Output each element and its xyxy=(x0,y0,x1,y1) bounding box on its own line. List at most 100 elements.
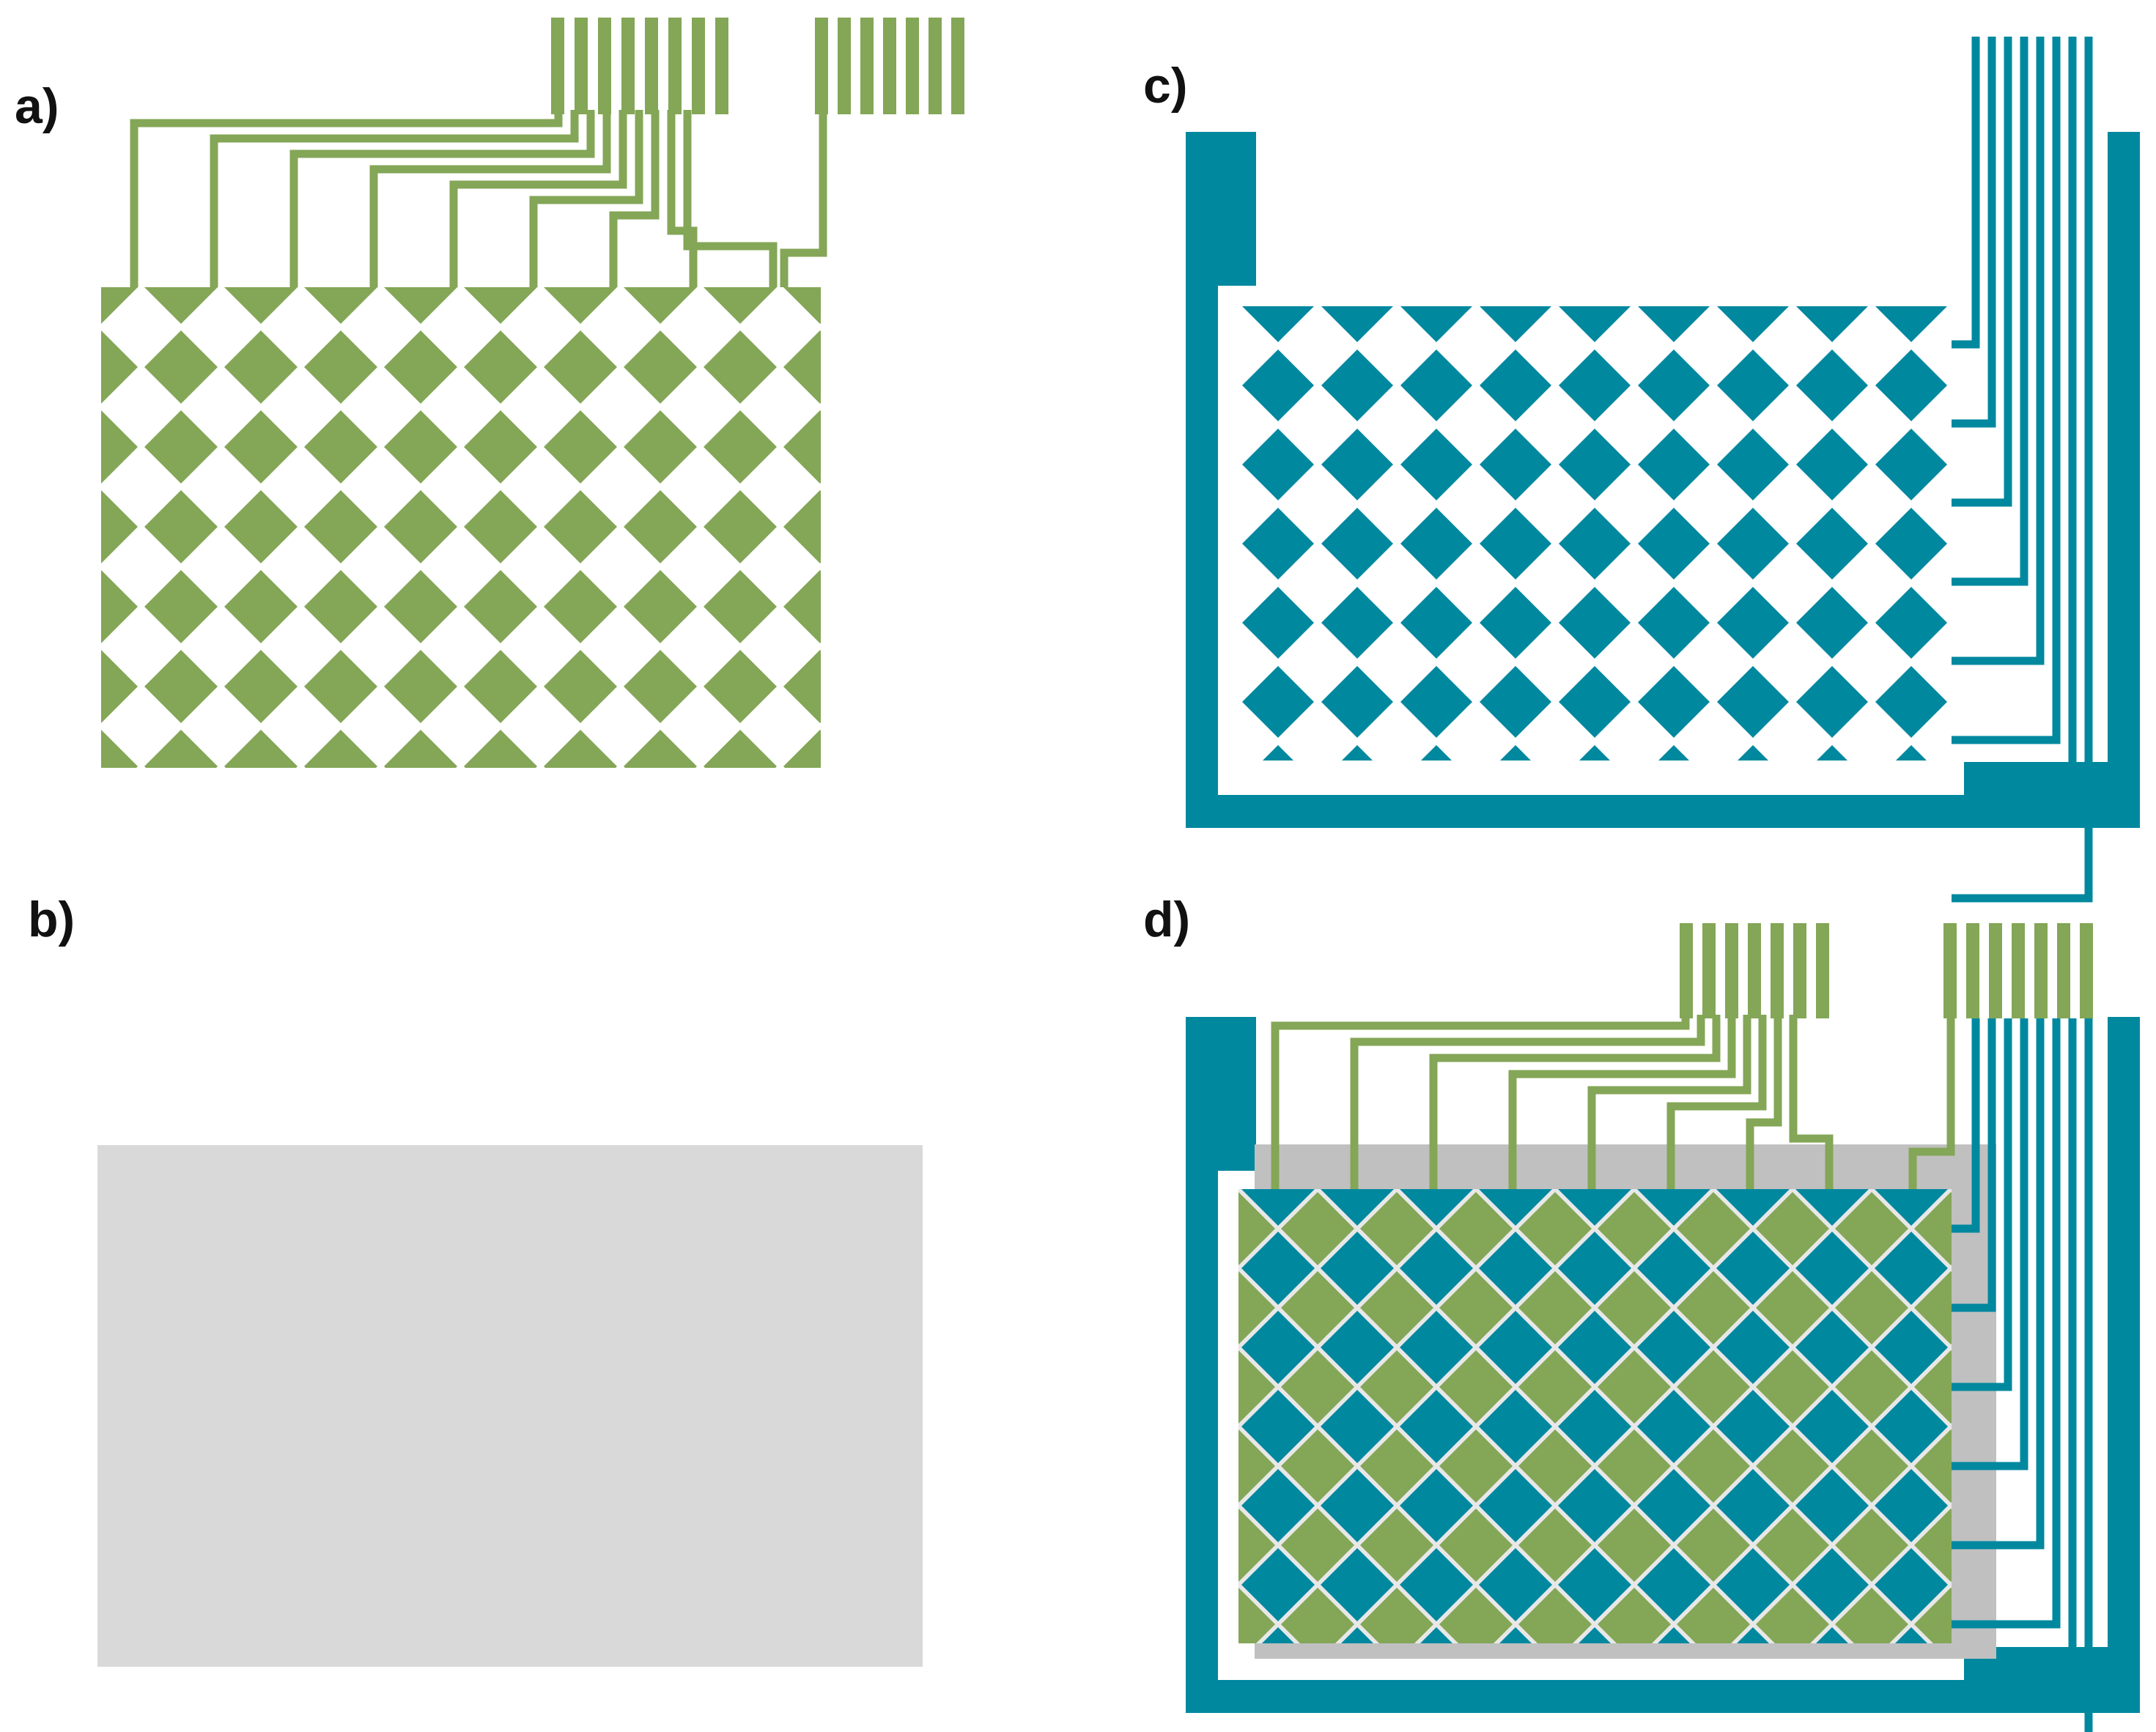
green-trace xyxy=(1429,1015,1721,1189)
blue-diamond-pad xyxy=(1421,745,1452,760)
green-diamond-pad xyxy=(224,490,298,563)
blue-diamond-pad xyxy=(1716,1390,1790,1463)
green-diamond-pad xyxy=(544,570,617,643)
green-diamond-pad xyxy=(144,650,218,723)
green-diamond-pad xyxy=(1835,1350,1908,1424)
blue-diamond-pad xyxy=(1241,1232,1315,1305)
blue-diamond-pad xyxy=(1638,429,1710,500)
green-routing-traces xyxy=(130,110,827,287)
stacked-blue-traces xyxy=(1952,1018,2093,1732)
blue-diamond-pad xyxy=(1896,745,1927,760)
blue-diamond-pad xyxy=(1321,666,1393,738)
green-diamond-pad xyxy=(1756,1192,1829,1265)
green-diamond-pad xyxy=(144,570,218,643)
green-diamond-pad xyxy=(704,287,777,324)
connector-pin xyxy=(883,18,896,114)
green-diamond-pad xyxy=(544,410,617,484)
blue-diamond-pad xyxy=(1954,587,2026,659)
green-diamond-pad xyxy=(464,490,537,563)
green-diamond-pad xyxy=(464,330,537,404)
panel-label-a: a) xyxy=(15,78,59,134)
blue-trace xyxy=(1952,37,2093,903)
connector-pin xyxy=(692,18,705,114)
blue-diamond-grid xyxy=(1242,306,2026,760)
connector-pin xyxy=(838,18,851,114)
blue-diamond-pad xyxy=(1796,306,1868,342)
blue-diamond-pad xyxy=(1796,349,1868,421)
connector-pin xyxy=(575,18,588,114)
green-diamond-pad xyxy=(704,410,777,484)
panel-label-b: b) xyxy=(28,892,75,947)
blue-diamond-pad xyxy=(1638,666,1710,738)
connector-pin xyxy=(668,18,682,114)
connector-pin xyxy=(551,18,564,114)
blue-diamond-pad xyxy=(1875,429,1947,500)
blue-diamond-pad xyxy=(1242,508,1314,580)
blue-diamond-pad xyxy=(1875,1469,1948,1542)
green-diamond-pad xyxy=(1281,1192,1354,1265)
green-diamond-pad xyxy=(1598,1192,1671,1265)
blue-diamond-pad xyxy=(1558,1469,1631,1542)
green-diamond-pad xyxy=(304,730,377,768)
panel-b-dielectric-layer xyxy=(97,1145,923,1667)
blue-diamond-pad xyxy=(1875,666,1947,738)
blue-diamond-pad xyxy=(1559,306,1631,342)
blue-diamond-pad xyxy=(1559,666,1631,738)
blue-diamond-pad xyxy=(1480,429,1551,500)
blue-diamond-pad xyxy=(1795,1311,1869,1384)
green-diamond-pad xyxy=(1360,1588,1433,1643)
blue-diamond-pad xyxy=(1479,1469,1552,1542)
blue-diamond-pad xyxy=(1717,306,1789,342)
blue-diamond-pad xyxy=(1737,1627,1769,1643)
blue-diamond-pad xyxy=(1558,1548,1631,1621)
green-diamond-pad xyxy=(384,490,457,563)
blue-diamond-pad xyxy=(1321,1189,1394,1226)
green-diamond-pad xyxy=(1598,1350,1671,1424)
green-diamond-pad xyxy=(1360,1350,1433,1424)
blue-diamond-pad xyxy=(1321,1311,1394,1384)
green-diamond-pad xyxy=(544,650,617,723)
connector-pin xyxy=(2057,923,2070,1018)
blue-diamond-pad xyxy=(1816,1627,1848,1643)
green-diamond-pad xyxy=(1835,1588,1908,1643)
blue-diamond-pad xyxy=(1717,508,1789,580)
green-diamond-pad xyxy=(101,650,138,723)
blue-diamond-pad xyxy=(1480,306,1551,342)
green-trace xyxy=(1789,1015,1834,1189)
blue-trace xyxy=(1952,1018,2045,1550)
blue-diamond-pad xyxy=(1341,1627,1373,1643)
connector-pin xyxy=(598,18,611,114)
connector-pin xyxy=(860,18,874,114)
blue-diamond-pad xyxy=(1400,1469,1473,1542)
blue-diamond-pad xyxy=(1716,1189,1790,1226)
connector-pin xyxy=(1793,923,1806,1018)
blue-diamond-pad xyxy=(1875,349,1947,421)
green-diamond-pad xyxy=(1835,1429,1908,1503)
blue-diamond-pad xyxy=(1875,1548,1948,1621)
blue-diamond-pad xyxy=(1558,1232,1631,1305)
blue-diamond-pad xyxy=(1795,1390,1869,1463)
green-trace xyxy=(130,110,563,287)
green-diamond-pad xyxy=(224,650,298,723)
green-diamond-pad xyxy=(144,330,218,404)
green-diamond-pad xyxy=(1598,1509,1671,1582)
blue-diamond-pad xyxy=(1638,508,1710,580)
green-diamond-pad xyxy=(144,410,218,484)
green-diamond-pad xyxy=(1281,1509,1354,1582)
green-connector-pins xyxy=(551,18,964,114)
blue-diamond-pad xyxy=(1637,1548,1710,1621)
green-diamond-pad xyxy=(1518,1509,1592,1582)
blue-diamond-pad xyxy=(1579,745,1610,760)
blue-diamond-pad xyxy=(1241,1548,1315,1621)
blue-diamond-pad xyxy=(1954,508,2026,580)
green-diamond-pad xyxy=(1677,1588,1750,1643)
green-trace xyxy=(683,110,778,287)
green-diamond-pad xyxy=(464,730,537,768)
green-diamond-pad xyxy=(1518,1271,1592,1344)
blue-diamond-pad xyxy=(1738,745,1768,760)
blue-diamond-pad xyxy=(1796,587,1868,659)
connector-pin xyxy=(1966,923,1979,1018)
blue-diamond-pad xyxy=(1559,587,1631,659)
blue-diamond-pad xyxy=(1795,1548,1869,1621)
green-trace xyxy=(1666,1015,1767,1189)
